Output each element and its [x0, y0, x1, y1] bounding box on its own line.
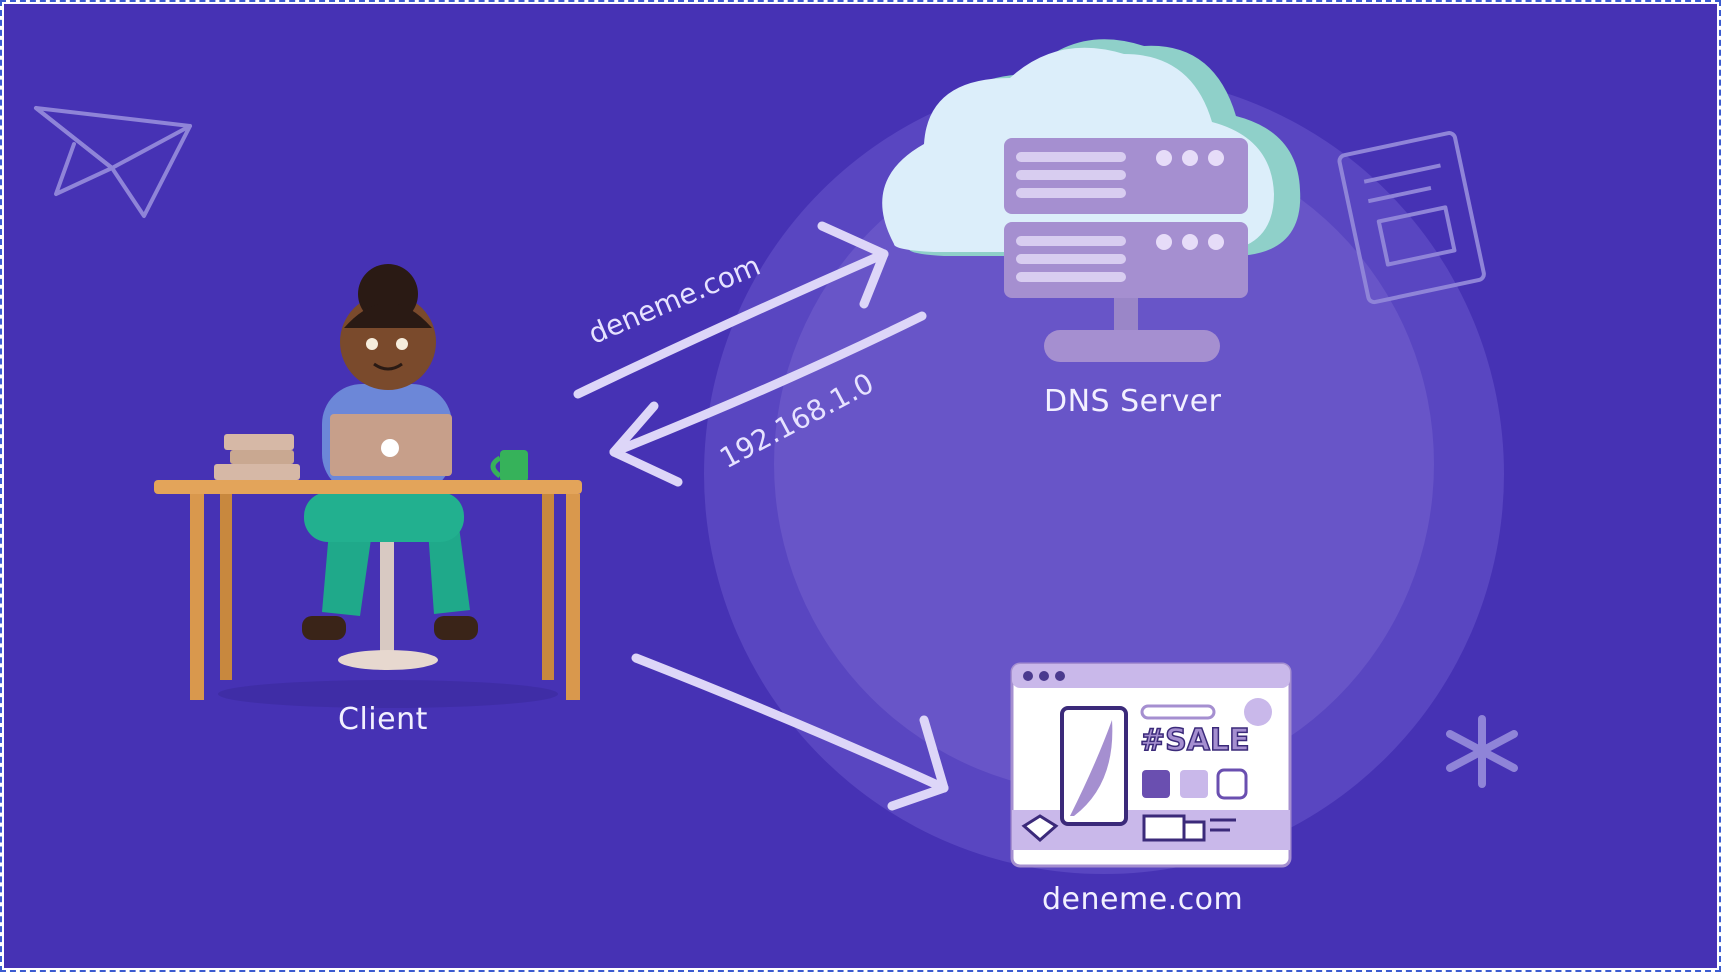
document-icon [1337, 131, 1486, 305]
sparkle-icon [1446, 715, 1518, 788]
website-label: deneme.com [1042, 882, 1244, 917]
dns-server-icon [1004, 138, 1248, 362]
dns-diagram-canvas: #SALE deneme.com 192.168.1.0 Client DNS … [4, 4, 1717, 968]
website-browser-illustration: #SALE [1010, 662, 1292, 868]
paper-plane-icon [34, 106, 192, 218]
response-arrow [609, 311, 927, 487]
website-arrow [631, 653, 949, 811]
dns-server-label: DNS Server [1044, 384, 1222, 419]
diagram-graphics: #SALE [34, 39, 1518, 874]
background-circle-inner [774, 134, 1434, 794]
client-label: Client [338, 702, 428, 737]
sale-banner-text: #SALE [1140, 723, 1250, 758]
request-arrow [573, 221, 889, 399]
client-person-illustration [154, 264, 582, 708]
